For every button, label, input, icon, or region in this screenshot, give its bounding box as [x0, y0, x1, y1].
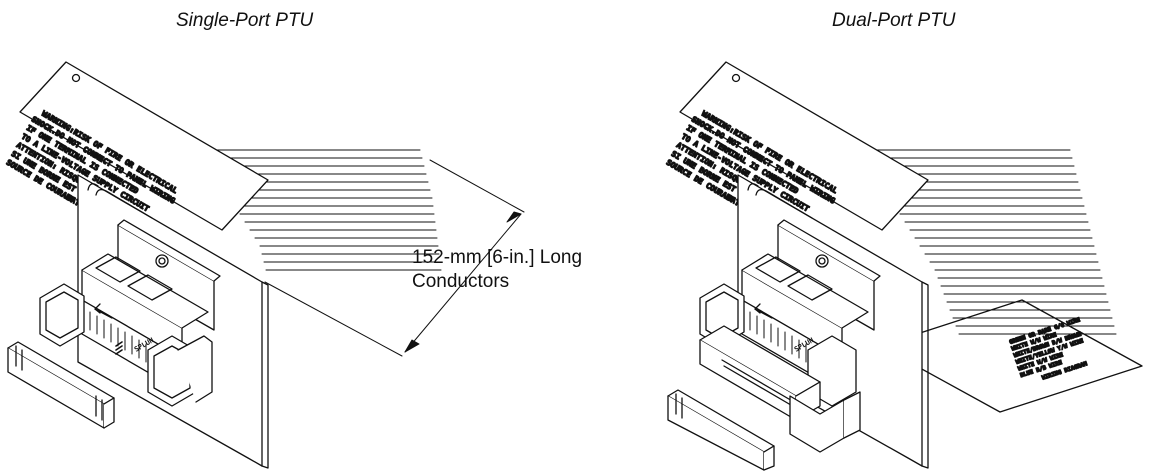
conductor-length-label: 152-mm [6-in.] Long Conductors: [412, 246, 582, 294]
single-port-caption: Single-Port PTU: [176, 10, 314, 31]
ul-mark-icon: [71, 73, 81, 83]
dual-port-wires: [859, 149, 1117, 335]
screw-icon: [155, 254, 169, 268]
length-dimension: [264, 159, 525, 357]
conductor-length-line-1: 152-mm [6-in.] Long: [412, 247, 583, 268]
dual-port-caption: Dual-Port PTU: [832, 10, 956, 31]
conductor-length-line-2: Conductors: [412, 271, 510, 292]
single-port-assembly: WARNING:RISK OF FIRE OR ELECTRICAL SHOCK…: [4, 61, 442, 469]
dual-screw-icon: [815, 254, 829, 268]
dual-port-assembly: GREEN OR BARE G/G WIRE WHITE W/W WIRE WH…: [664, 61, 1143, 471]
dual-ul-mark-icon: [731, 73, 741, 83]
single-port-wires: [199, 149, 442, 271]
